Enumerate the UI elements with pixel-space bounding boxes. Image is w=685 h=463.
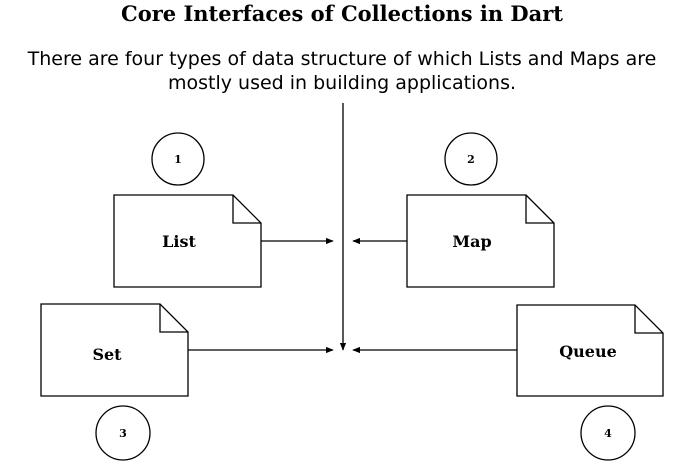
node-list: 1 List — [113, 132, 262, 288]
node-label-set: Set — [92, 345, 122, 364]
node-set: Set 3 — [40, 303, 189, 461]
document-shape-list — [113, 194, 262, 288]
number-label-2: 2 — [467, 153, 475, 166]
document-shape-set — [40, 303, 189, 397]
number-label-3: 3 — [119, 427, 127, 440]
document-shape-map — [406, 194, 555, 288]
number-circle-3 — [95, 405, 151, 461]
number-label-4: 4 — [604, 427, 612, 440]
node-label-map: Map — [452, 232, 491, 251]
node-map: 2 Map — [406, 132, 555, 288]
number-circle-4 — [580, 405, 636, 461]
number-circle-2 — [444, 132, 498, 186]
folded-corner-map — [525, 195, 554, 224]
folded-corner-list — [232, 195, 261, 224]
number-circle-1 — [151, 132, 205, 186]
node-label-queue: Queue — [559, 342, 617, 361]
diagram-title: Core Interfaces of Collections in Dart — [121, 1, 563, 26]
node-queue: Queue 4 — [516, 304, 664, 461]
subtitle-line-1: There are four types of data structure o… — [27, 48, 657, 70]
number-label-1: 1 — [174, 153, 182, 166]
folded-corner-queue — [634, 305, 663, 334]
folded-corner-set — [159, 304, 188, 333]
node-label-list: List — [162, 232, 196, 251]
document-shape-queue — [516, 304, 664, 397]
subtitle-line-2: mostly used in building applications. — [168, 72, 516, 94]
